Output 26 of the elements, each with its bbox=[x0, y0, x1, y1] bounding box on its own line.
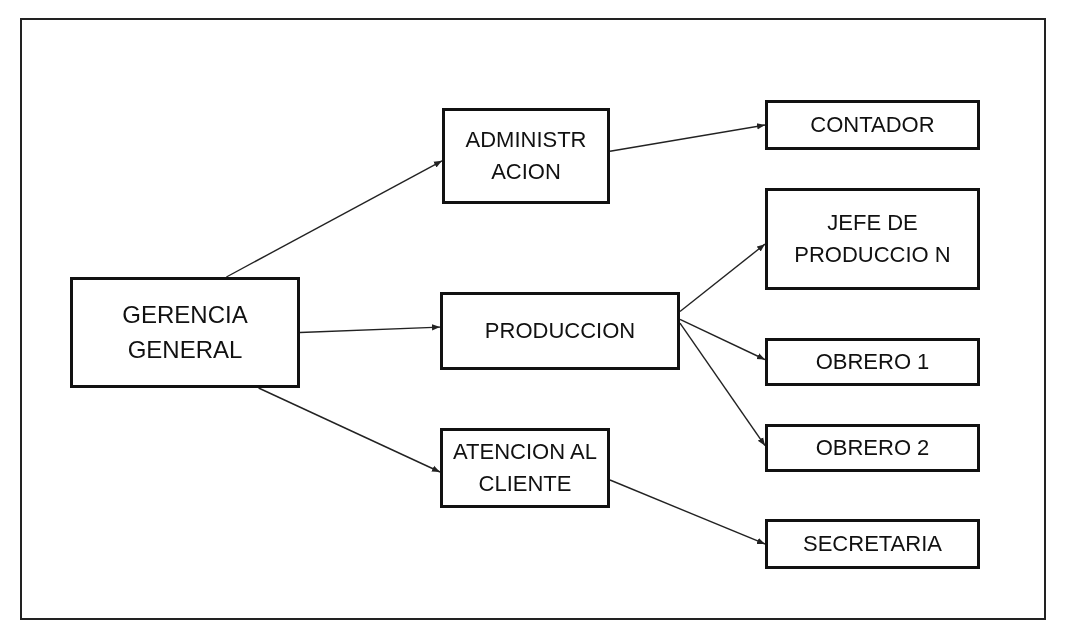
org-box bbox=[440, 292, 680, 370]
box-label: PRODUCCION bbox=[484, 317, 636, 346]
box-label: GERENCIA GENERAL bbox=[121, 299, 249, 365]
arrow bbox=[679, 318, 766, 361]
box-label: CONTADOR bbox=[810, 111, 935, 140]
org-box bbox=[765, 338, 980, 386]
org-box bbox=[765, 519, 980, 569]
org-box bbox=[70, 277, 300, 388]
org-box bbox=[442, 108, 610, 204]
org-box bbox=[765, 424, 980, 472]
box-label: OBRERO 1 bbox=[815, 348, 930, 377]
arrow bbox=[679, 243, 766, 313]
org-box bbox=[440, 428, 610, 508]
arrow bbox=[609, 479, 766, 545]
org-box bbox=[765, 100, 980, 150]
arrow bbox=[609, 123, 766, 152]
box-label: SECRETARIA bbox=[803, 530, 942, 559]
box-label: ADMINISTR ACION bbox=[464, 126, 588, 186]
box-label: OBRERO 2 bbox=[815, 434, 930, 463]
arrow bbox=[257, 387, 441, 473]
arrow bbox=[679, 322, 766, 447]
org-box bbox=[765, 188, 980, 290]
arrow bbox=[299, 324, 441, 334]
box-label: ATENCION AL CLIENTE bbox=[453, 438, 597, 498]
arrow bbox=[225, 160, 443, 278]
box-label: JEFE DE PRODUCCIO N bbox=[793, 209, 952, 269]
